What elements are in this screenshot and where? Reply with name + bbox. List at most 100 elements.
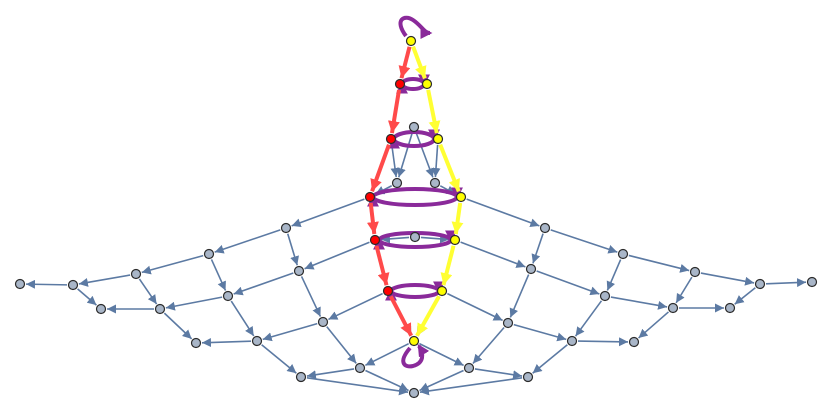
graph-edge <box>230 300 255 337</box>
graph-edge <box>306 377 409 396</box>
graph-edge <box>419 342 464 367</box>
graph-node <box>354 362 366 374</box>
yellow-path-node <box>432 133 444 145</box>
graph-edge <box>165 296 223 311</box>
yellow-path-edge <box>438 143 461 193</box>
graph-edge <box>365 369 409 392</box>
red-path-edge <box>374 245 390 286</box>
graph-edge <box>610 296 668 310</box>
yellow-path-edge <box>451 202 464 235</box>
graph-edge <box>532 344 568 374</box>
graph-node <box>251 335 263 347</box>
red-path-node <box>364 191 376 203</box>
graph-node <box>222 290 234 302</box>
graph-node <box>463 362 475 374</box>
red-path-node <box>385 133 397 145</box>
graph-node <box>391 177 403 189</box>
graph-edge <box>536 270 600 296</box>
graph-edge <box>765 278 807 288</box>
graph-edge <box>163 312 193 340</box>
graph-node <box>667 302 679 314</box>
self-loop-edges <box>367 15 463 369</box>
graph-node <box>130 268 142 280</box>
graph-node <box>295 371 307 383</box>
yellow-path-node <box>436 285 448 297</box>
graph-edge <box>419 377 523 396</box>
graph-edge <box>214 229 281 254</box>
graph-node <box>95 303 107 315</box>
red-path-node <box>394 78 406 90</box>
graph-node <box>14 278 26 290</box>
graph-edge <box>25 279 68 289</box>
graph-edge <box>447 292 503 322</box>
graph-edge <box>419 369 464 392</box>
yellow-path-node <box>405 35 417 47</box>
graph-edge <box>262 322 318 342</box>
graph-node <box>408 387 420 399</box>
cycle-edge <box>371 187 463 200</box>
graph-edge <box>550 229 618 254</box>
graph-edge <box>380 234 410 244</box>
yellow-path-node <box>449 234 461 246</box>
yellow-path-edge <box>426 89 441 134</box>
graph-edge <box>734 287 756 305</box>
graph-edge <box>261 344 297 374</box>
graph-nodes <box>14 35 818 399</box>
graph-node <box>754 278 766 290</box>
graph-edge <box>474 368 523 380</box>
red-path-node <box>382 285 394 297</box>
graph-node <box>429 177 441 189</box>
graph-edge <box>77 288 97 306</box>
graph-node <box>525 263 537 275</box>
graph-edge <box>291 198 365 228</box>
graph-node <box>539 222 551 234</box>
graph-edges <box>25 132 807 396</box>
graph-node <box>628 336 640 348</box>
cycle-edge <box>389 281 445 294</box>
graph-edge <box>700 272 755 286</box>
graph-edge <box>300 276 322 317</box>
yellow-path-node <box>421 78 433 90</box>
graph-edge <box>628 254 690 273</box>
graph-node <box>599 290 611 302</box>
graph-edge <box>606 259 622 291</box>
graph-edge <box>78 274 131 287</box>
cycle-edge <box>396 81 426 94</box>
graph-node <box>806 276 818 288</box>
graph-edge <box>509 274 530 318</box>
graph-node <box>617 248 629 260</box>
graph-node <box>522 371 534 383</box>
graph-node <box>280 222 292 234</box>
graph-edge <box>577 337 629 347</box>
graph-node <box>502 317 514 329</box>
red-path-edge <box>370 143 391 193</box>
graph-edge <box>466 198 540 228</box>
graph-edge <box>415 132 434 178</box>
graph-edge <box>472 327 505 364</box>
graph-node <box>724 302 736 314</box>
red-path-edge <box>388 295 414 337</box>
graph-edge <box>210 259 227 291</box>
graph-node <box>566 335 578 347</box>
graph-node <box>203 248 215 260</box>
graph-edge <box>306 368 355 380</box>
graph-edge <box>365 342 409 367</box>
graph-edge <box>397 132 414 178</box>
graph-node <box>293 265 305 277</box>
graph-edge <box>286 233 299 266</box>
red-path-node <box>369 234 381 246</box>
graph-edge <box>390 144 400 178</box>
graph-edge <box>201 338 252 348</box>
cycle-edge <box>392 129 440 142</box>
cycle-edge <box>367 194 459 207</box>
red-path-edge <box>387 89 402 134</box>
graph-node <box>317 316 329 328</box>
graph-edge <box>304 241 370 270</box>
graph-node <box>190 337 202 349</box>
graph-node <box>408 121 420 133</box>
graph-edge <box>531 233 544 264</box>
graph-node <box>154 303 166 315</box>
yellow-path-edge <box>415 295 441 337</box>
graph-node <box>689 266 701 278</box>
